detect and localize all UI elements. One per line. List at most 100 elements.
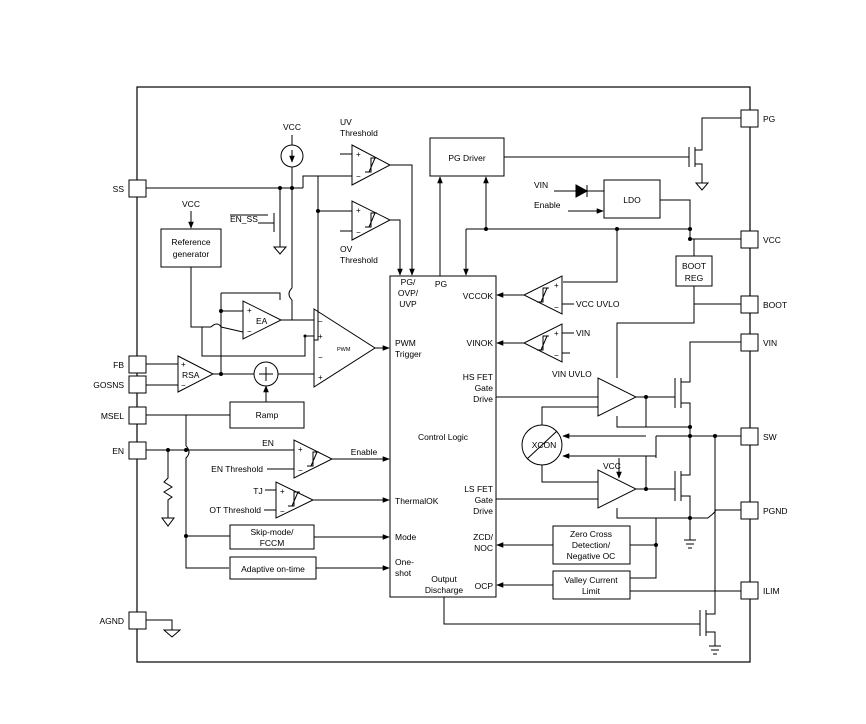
rsa-label: RSA (182, 370, 200, 380)
cl-zcd-1: ZCD/ (473, 532, 493, 542)
en-comparator: + − EN EN Threshold Enable (211, 438, 378, 479)
svg-text:+: + (554, 329, 559, 338)
cl-pg: PG (435, 279, 447, 289)
adaptive-on-time-label: Adaptive on-time (241, 564, 305, 574)
svg-text:+: + (356, 206, 361, 215)
cl-vinok: VINOK (467, 338, 494, 348)
hs-fet (674, 341, 741, 436)
svg-text:+: + (181, 360, 186, 369)
ov-comparator: + − OV Threshold (340, 200, 392, 265)
svg-text:−: − (356, 228, 361, 237)
svg-text:−: − (318, 317, 323, 326)
pin-en-label: EN (112, 446, 124, 456)
ref-gen-line1: Reference (171, 237, 210, 247)
ea-label: EA (256, 316, 268, 326)
valley-current-block: Valley Current Limit (552, 570, 631, 600)
control-logic-title: Control Logic (418, 432, 469, 442)
boot-reg-line2: REG (685, 273, 703, 283)
ic-boundary (136, 86, 751, 663)
skip-mode-line2: FCCM (260, 538, 285, 548)
pin-ilim-label: ILIM (763, 586, 780, 596)
cl-ocp: OCP (475, 581, 494, 591)
skip-mode-line1: Skip-mode/ (251, 527, 295, 537)
svg-text:−: − (298, 466, 303, 475)
pin-boot: BOOT (740, 295, 787, 314)
pin-gosns-label: GOSNS (93, 380, 124, 390)
cl-pg-ovp-3: UVP (399, 299, 417, 309)
reference-generator: VCC Reference generator (160, 199, 222, 268)
en-ss-label: EN_SS (230, 214, 258, 224)
pin-vin-label: VIN (763, 338, 777, 348)
pwm-comparator: − + − + PWM (313, 308, 376, 388)
cl-ls-fet-1: LS FET (464, 484, 493, 494)
adaptive-on-time-block: Adaptive on-time (229, 556, 317, 580)
pin-msel-label: MSEL (101, 411, 124, 421)
ref-gen-line2: generator (173, 249, 210, 259)
pin-fb: FB (113, 355, 147, 374)
vin-uvlo-label: VIN UVLO (552, 369, 592, 379)
ls-driver: VCC (597, 458, 638, 509)
vcc-uvlo-label: VCC UVLO (576, 299, 620, 309)
svg-text:+: + (247, 306, 252, 315)
hs-driver (597, 377, 638, 417)
cl-vccok: VCCOK (463, 291, 494, 301)
boot-reg-block: BOOT REG (675, 255, 713, 287)
enable-out-label: Enable (351, 447, 378, 457)
cl-one-shot-2: shot (395, 568, 412, 578)
zero-cross-block: Zero Cross Detection/ Negative OC (552, 525, 631, 565)
svg-text:+: + (318, 332, 323, 341)
pin-msel: MSEL (101, 406, 147, 425)
cl-thermal-ok: ThermalOK (395, 496, 439, 506)
pin-en: EN (112, 441, 147, 460)
vin-ldo-label: VIN (534, 180, 548, 190)
uv-threshold-1: UV (340, 117, 352, 127)
cl-zcd-2: NOC (474, 543, 493, 553)
cl-one-shot-1: One- (395, 557, 414, 567)
zero-cross-line3: Negative OC (567, 551, 616, 561)
vcc-ref-label: VCC (182, 199, 200, 209)
pin-pg-label: PG (763, 114, 775, 124)
summing-node (253, 361, 279, 387)
svg-text:+: + (298, 445, 303, 454)
pin-agnd: AGND (99, 611, 147, 630)
discharge-fet (443, 597, 721, 655)
pwm-label: PWM (337, 347, 351, 353)
zero-cross-line1: Zero Cross (570, 529, 612, 539)
pin-vcc-label: VCC (763, 235, 781, 245)
valley-current-line2: Limit (582, 586, 601, 596)
pin-pgnd-label: PGND (763, 506, 788, 516)
pin-pg: PG (740, 109, 775, 128)
pin-ss: SS (113, 179, 147, 198)
svg-text:+: + (280, 487, 285, 496)
svg-text:−: − (280, 507, 285, 516)
pin-sw: SW (740, 427, 777, 446)
cl-hs-fet-1: HS FET (463, 372, 493, 382)
ot-comparator: + − TJ OT Threshold (209, 481, 315, 519)
cl-pwm-trigger-2: Trigger (395, 349, 422, 359)
ls-fet (674, 436, 696, 549)
ramp-block: Ramp (229, 401, 305, 429)
ov-threshold-2: Threshold (340, 255, 378, 265)
en-ss-switch: EN_SS (230, 188, 288, 255)
ldo-label: LDO (623, 195, 641, 205)
svg-text:−: − (318, 353, 323, 362)
pin-boot-label: BOOT (763, 300, 787, 310)
enable-ldo-label: Enable (534, 200, 561, 210)
pin-ilim: ILIM (740, 581, 780, 600)
cl-output-discharge-2: Discharge (425, 585, 464, 595)
cl-hs-fet-2: Gate (475, 383, 494, 393)
xcon-block: XCON (521, 424, 563, 466)
pin-vin: VIN (740, 333, 777, 352)
pg-driver-label: PG Driver (448, 153, 485, 163)
xcon-label: XCON (532, 440, 557, 450)
vcc-uvlo-comparator: + − VCC UVLO (522, 275, 620, 315)
cl-hs-fet-3: Drive (473, 394, 493, 404)
boot-reg-line1: BOOT (682, 261, 706, 271)
pg-driver-block: PG Driver (429, 137, 505, 177)
pin-pgnd: PGND (740, 501, 788, 520)
tj-label: TJ (253, 486, 262, 496)
uv-threshold-2: Threshold (340, 128, 378, 138)
pin-gosns: GOSNS (93, 375, 147, 394)
svg-text:−: − (356, 172, 361, 181)
skip-mode-block: Skip-mode/ FCCM (229, 524, 315, 550)
